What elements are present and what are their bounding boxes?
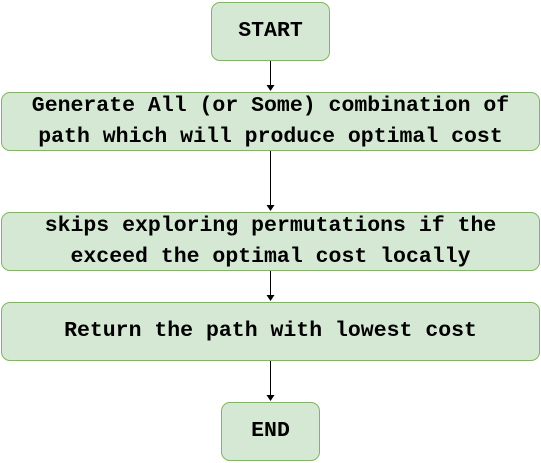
skip-permutations-label: skips exploring permutations if the exce… xyxy=(44,213,497,269)
generate-combinations-label: Generate All (or Some) combination of pa… xyxy=(31,93,510,149)
arrow-start-to-generate xyxy=(266,61,275,91)
skip-permutations-node: skips exploring permutations if the exce… xyxy=(1,212,540,271)
arrow-generate-to-skip xyxy=(266,151,275,211)
return-path-label: Return the path with lowest cost xyxy=(64,319,477,343)
end-label: END xyxy=(251,419,290,443)
start-node: START xyxy=(211,2,330,61)
arrow-return-to-end xyxy=(266,361,275,401)
end-node: END xyxy=(221,402,320,461)
start-label: START xyxy=(238,19,303,43)
generate-combinations-node: Generate All (or Some) combination of pa… xyxy=(1,92,540,151)
arrow-skip-to-return xyxy=(266,271,275,301)
return-path-node: Return the path with lowest cost xyxy=(1,302,540,361)
